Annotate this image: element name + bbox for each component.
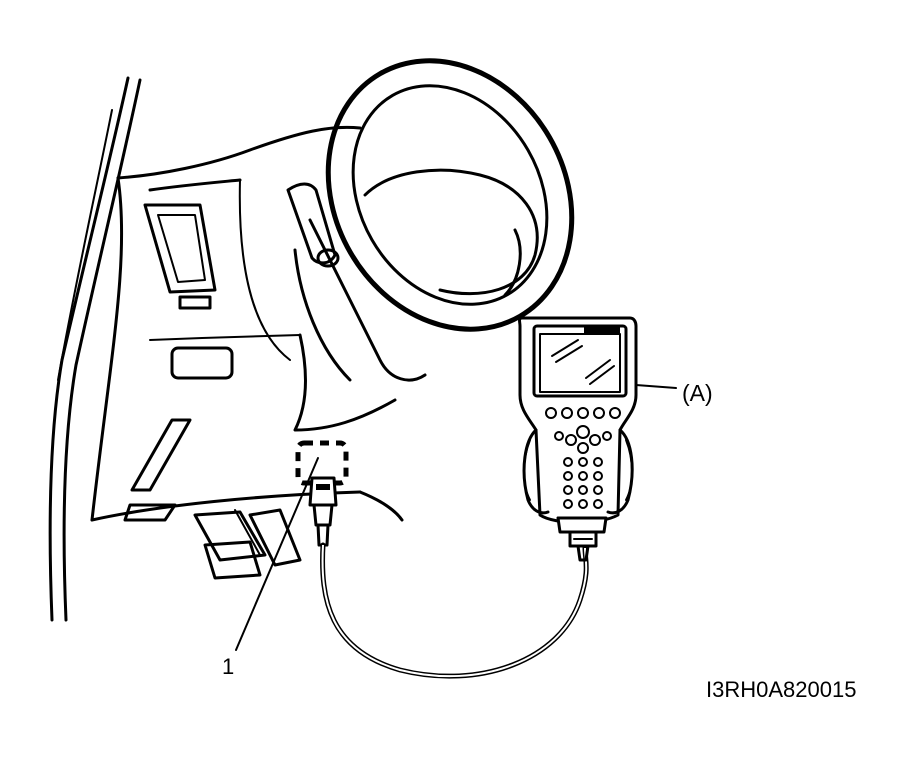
connector-plug — [308, 476, 338, 547]
scan-tool — [518, 316, 638, 562]
keypad — [563, 457, 603, 509]
scan-tool-cable — [320, 542, 589, 679]
a-pillar — [48, 76, 142, 622]
figure-code: I3RH0A820015 — [706, 677, 857, 702]
callout-label-1: 1 — [222, 654, 235, 679]
function-keys — [545, 407, 621, 419]
instrument-panel — [90, 125, 404, 522]
arrow-keys — [554, 425, 612, 454]
callout-1-leader — [235, 457, 319, 651]
steering-wheel — [286, 58, 575, 382]
pedals — [193, 508, 302, 580]
callout-label-a: (A) — [682, 380, 713, 406]
callout-a-leader — [635, 384, 677, 389]
